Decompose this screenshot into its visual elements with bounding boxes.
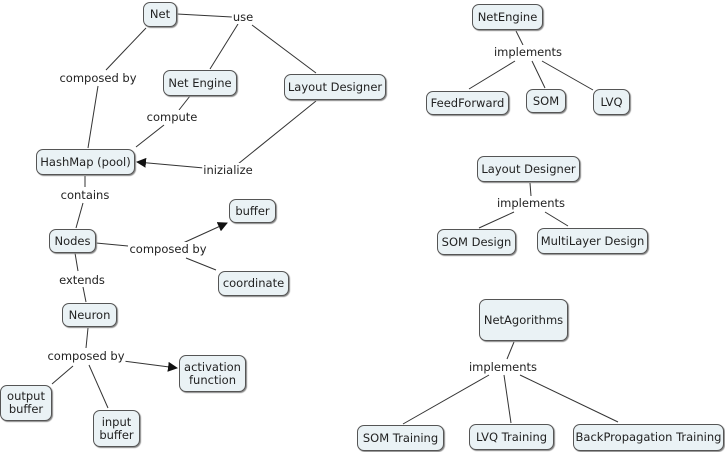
edge-netengine-compute [178, 95, 191, 111]
edge-composedby-input [88, 364, 109, 409]
link-label-use[interactable]: use [231, 10, 255, 24]
concept-nodes[interactable]: Nodes [49, 229, 96, 253]
edge-implements-somdesign [478, 211, 515, 229]
concept-buffer[interactable]: buffer [229, 199, 276, 223]
concept-feedforward[interactable]: FeedForward [426, 91, 509, 115]
link-label-composed-by-nodes[interactable]: composed by [128, 242, 208, 256]
edge-layout-inizialize [237, 100, 317, 165]
edge-composedby-hashmap [87, 85, 99, 149]
concept-layout-designer-2[interactable]: Layout Designer [477, 156, 580, 182]
edge-contains-nodes [75, 202, 84, 229]
edge-use-layout [251, 24, 317, 74]
link-label-composed-by-net[interactable]: composed by [58, 71, 138, 85]
concept-neuron[interactable]: Neuron [62, 303, 117, 327]
concept-net[interactable]: Net [143, 2, 177, 27]
edge-composedby-activation [122, 360, 178, 372]
edge-composedby-buffer [182, 222, 228, 244]
link-label-implements-algorithms[interactable]: implements [467, 360, 539, 374]
edge-algorithms-implements [506, 341, 515, 360]
concept-backpropagation-training[interactable]: BackPropagation Training [573, 424, 724, 451]
edge-nodes-composedby [95, 242, 129, 247]
concept-output-buffer[interactable]: output buffer [0, 385, 52, 421]
edge-extends-neuron [82, 286, 87, 303]
edge-net-composedby [105, 27, 147, 71]
edge-implements-lvqtraining [503, 374, 512, 424]
edge-composedby-coordinate [185, 257, 217, 271]
concept-activation-function[interactable]: activation function [179, 355, 246, 392]
link-label-contains[interactable]: contains [59, 188, 111, 202]
concept-input-buffer[interactable]: input buffer [93, 410, 140, 447]
concept-net-engine[interactable]: Net Engine [163, 70, 237, 96]
edge-composedby-output [51, 365, 74, 385]
concept-netengine[interactable]: NetEngine [472, 4, 543, 30]
edge-neuron-composedby [85, 327, 89, 349]
concept-som-training[interactable]: SOM Training [357, 425, 444, 451]
link-label-implements-engine[interactable]: implements [492, 45, 564, 59]
concept-hashmap-pool[interactable]: HashMap (pool) [36, 149, 135, 175]
concept-som-design[interactable]: SOM Design [437, 229, 516, 255]
edge-implements-feedforward [468, 60, 516, 90]
edge-implements-lvq [541, 60, 594, 91]
link-label-compute[interactable]: compute [145, 110, 199, 124]
concept-lvq-training[interactable]: LVQ Training [469, 424, 554, 450]
edge-implements-backprop [519, 374, 619, 423]
concept-multilayer-design[interactable]: MultiLayer Design [537, 228, 648, 254]
concept-layout-designer[interactable]: Layout Designer [284, 74, 386, 100]
edge-use-netengine [209, 23, 239, 70]
edge-implements-multilayer [544, 211, 569, 227]
edge-implements-somtraining [402, 374, 490, 425]
concept-net-algorithms[interactable]: NetAgorithms [479, 299, 568, 341]
edge-nodes-extends [74, 252, 79, 272]
concept-lvq[interactable]: LVQ [593, 89, 630, 115]
concept-som[interactable]: SOM [526, 89, 566, 113]
edge-net-use [176, 13, 233, 18]
link-label-composed-by-neuron[interactable]: composed by [46, 349, 126, 363]
link-label-implements-layout[interactable]: implements [495, 196, 567, 210]
edge-layout2-implements [529, 182, 532, 197]
link-label-extends[interactable]: extends [58, 273, 106, 287]
edge-implements-som [531, 60, 546, 89]
edge-inizialize-hashmap[interactable] [136, 157, 205, 169]
link-label-inizialize[interactable]: inizialize [202, 163, 254, 177]
edge-netengine-implements [515, 30, 524, 46]
edge-compute-hashmap [135, 124, 165, 148]
concept-coordinate[interactable]: coordinate [218, 271, 289, 296]
